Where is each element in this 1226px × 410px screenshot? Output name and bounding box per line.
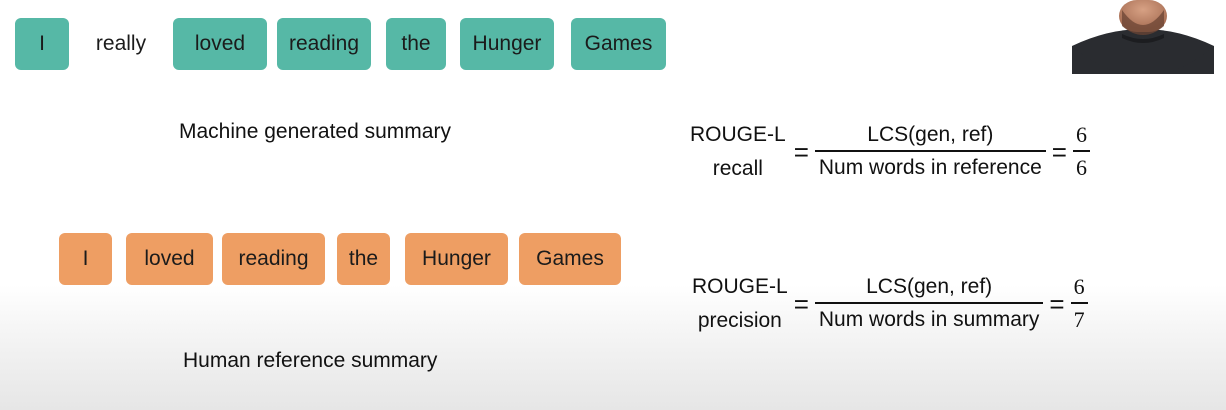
generated-summary-tokens: I really loved reading the Hunger Games (15, 18, 666, 70)
reference-token: the (337, 233, 390, 285)
precision-label: ROUGE-L precision (692, 270, 788, 338)
recall-label-line1: ROUGE-L (690, 123, 786, 146)
reference-token: Games (519, 233, 621, 285)
presenter-video-thumbnail (1072, 0, 1214, 74)
precision-label-line2: precision (697, 309, 782, 332)
precision-denominator: Num words in summary (818, 307, 1040, 331)
reference-token: Hunger (405, 233, 508, 285)
rouge-l-precision-formula: ROUGE-L precision = LCS(gen, ref) Num wo… (692, 270, 1088, 338)
fraction-bar (1072, 150, 1090, 152)
presenter-avatar-icon (1072, 0, 1214, 74)
reference-token: loved (126, 233, 213, 285)
precision-value-denominator: 7 (1073, 306, 1085, 332)
rouge-l-recall-formula: ROUGE-L recall = LCS(gen, ref) Num words… (690, 118, 1090, 186)
generated-token: Hunger (460, 18, 554, 70)
reference-summary-caption: Human reference summary (183, 349, 438, 372)
precision-label-line1: ROUGE-L (692, 275, 788, 298)
recall-label: ROUGE-L recall (690, 118, 786, 186)
precision-fraction: LCS(gen, ref) Num words in summary (814, 272, 1044, 336)
recall-value-numerator: 6 (1075, 122, 1087, 148)
recall-value-fraction: 6 6 (1072, 120, 1090, 184)
precision-value-numerator: 6 (1073, 274, 1085, 300)
recall-value-denominator: 6 (1075, 154, 1087, 180)
generated-token: I (15, 18, 69, 70)
recall-fraction: LCS(gen, ref) Num words in reference (814, 120, 1046, 184)
precision-numerator: LCS(gen, ref) (866, 275, 993, 299)
recall-denominator: Num words in reference (818, 155, 1042, 179)
reference-summary-tokens: I loved reading the Hunger Games (59, 233, 621, 285)
precision-value-fraction: 6 7 (1070, 272, 1088, 336)
recall-label-line2: recall (712, 157, 763, 180)
generated-token: loved (173, 18, 267, 70)
equals-sign: = (1051, 136, 1067, 167)
equals-sign: = (793, 136, 809, 167)
equals-sign: = (793, 288, 809, 319)
reference-token: I (59, 233, 112, 285)
fraction-bar (814, 150, 1046, 152)
recall-numerator: LCS(gen, ref) (867, 123, 994, 147)
generated-token: reading (277, 18, 371, 70)
equals-sign: = (1049, 288, 1065, 319)
reference-token: reading (222, 233, 325, 285)
fraction-bar (814, 302, 1044, 304)
generated-token-unmatched: really (95, 32, 147, 55)
fraction-bar (1070, 302, 1088, 304)
generated-token: the (386, 18, 446, 70)
generated-token: Games (571, 18, 666, 70)
generated-summary-caption: Machine generated summary (179, 120, 451, 143)
